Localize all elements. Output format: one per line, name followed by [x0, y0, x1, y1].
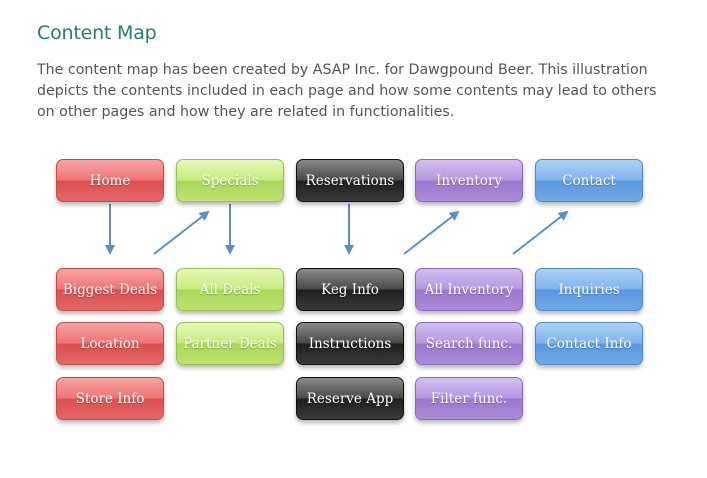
content-box-store-info[interactable]: Store Info: [56, 377, 164, 420]
content-box-instructions[interactable]: Instructions: [296, 322, 404, 365]
arrow-all-inventory-to-contact: [512, 210, 569, 255]
content-box-all-deals[interactable]: All Deals: [176, 268, 284, 311]
page-box-inventory[interactable]: Inventory: [415, 159, 523, 202]
content-box-filter-func[interactable]: Filter func.: [415, 377, 523, 420]
content-box-reserve-app[interactable]: Reserve App: [296, 377, 404, 420]
content-box-partner-deals[interactable]: Partner Deals: [176, 322, 284, 365]
content-box-inquiries[interactable]: Inquiries: [535, 268, 643, 311]
page-box-specials[interactable]: Specials: [176, 159, 284, 202]
arrow-keg-info-to-inventory: [403, 210, 460, 255]
page-title: Content Map: [37, 22, 157, 44]
content-box-location[interactable]: Location: [56, 322, 164, 365]
content-box-all-inventory[interactable]: All Inventory: [415, 268, 523, 311]
arrow-biggest-deals-to-specials: [153, 210, 210, 255]
page-box-home[interactable]: Home: [56, 159, 164, 202]
page-box-contact[interactable]: Contact: [535, 159, 643, 202]
content-box-biggest-deals[interactable]: Biggest Deals: [56, 268, 164, 311]
content-box-contact-info[interactable]: Contact Info: [535, 322, 643, 365]
page-box-reservations[interactable]: Reservations: [296, 159, 404, 202]
page-description: The content map has been created by ASAP…: [37, 62, 657, 120]
content-box-keg-info[interactable]: Keg Info: [296, 268, 404, 311]
content-box-search-func[interactable]: Search func.: [415, 322, 523, 365]
